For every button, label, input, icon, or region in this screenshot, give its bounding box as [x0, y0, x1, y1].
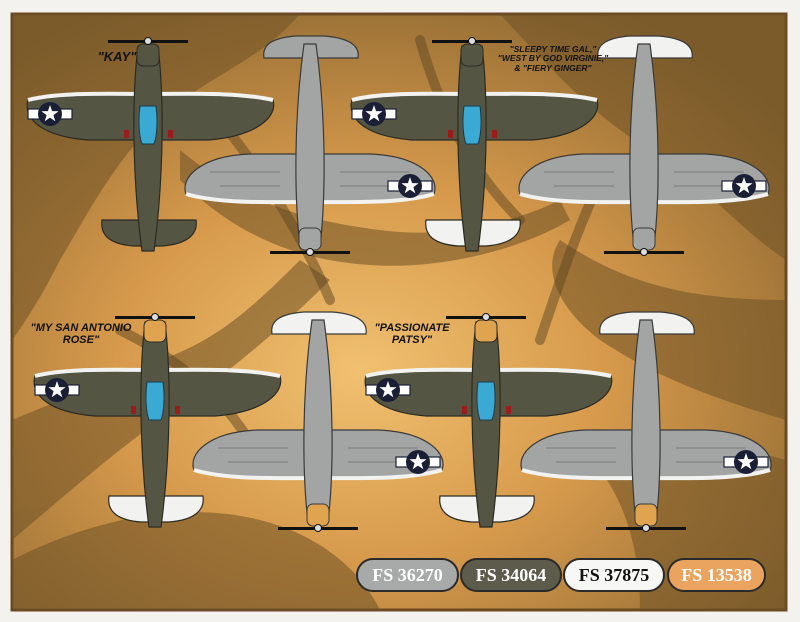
- spinner: [144, 37, 152, 45]
- aircraft-views: [26, 35, 772, 532]
- fs-swatch-37875: FS 37875: [563, 558, 665, 592]
- fuselage: [629, 43, 659, 247]
- fuselage: [303, 319, 333, 523]
- panel-lines: [546, 447, 746, 463]
- engine-cowl: [298, 227, 322, 251]
- fs-swatch-code: FS 36270: [372, 564, 443, 585]
- wing-marker: [506, 406, 511, 414]
- label-kay: "KAY": [82, 49, 152, 64]
- wing-marker: [124, 130, 129, 138]
- roundel-insignia: [351, 102, 397, 126]
- aircraft-kay-bottom: [184, 35, 436, 256]
- fuselage: [471, 321, 501, 528]
- roundel-insignia: [365, 378, 411, 402]
- panel-lines: [210, 171, 410, 187]
- roundel-insignia: [27, 102, 73, 126]
- spinner: [151, 313, 159, 321]
- fs-swatch-36270: FS 36270: [356, 558, 459, 592]
- engine-cowl: [306, 503, 330, 527]
- spinner: [482, 313, 490, 321]
- fs-swatch-34064: FS 34064: [460, 558, 562, 592]
- panel-lines: [218, 447, 418, 463]
- wing-marker: [168, 130, 173, 138]
- label-sleepy-line1: "SLEEPY TIME GAL,": [509, 44, 597, 54]
- aircraft-patsy-top: [364, 313, 613, 528]
- spinner: [642, 524, 650, 532]
- spinner: [306, 248, 314, 256]
- label-rose-line1: "MY SAN ANTONIO: [30, 322, 132, 334]
- engine-cowl: [632, 227, 656, 251]
- aircraft-kay-top: [26, 37, 275, 252]
- fuselage: [295, 43, 325, 247]
- wing-marker: [131, 406, 136, 414]
- canopy: [145, 381, 165, 421]
- fs-swatch-code: FS 13538: [681, 564, 752, 585]
- aircraft-rose-top: [33, 313, 282, 528]
- engine-cowl: [143, 319, 167, 343]
- label-sleepy-time-gal: "SLEEPY TIME GAL," "WEST BY GOD VIRGINIE…: [478, 44, 628, 73]
- wing-marker: [175, 406, 180, 414]
- engine-cowl: [474, 319, 498, 343]
- label-sleepy-line3: & "FIERY GINGER": [514, 62, 592, 73]
- roundel-insignia: [395, 450, 441, 474]
- label-sleepy-line2: "WEST BY GOD VIRGINIE,": [497, 53, 609, 64]
- fuselage: [133, 45, 163, 252]
- label-rose-line2: ROSE": [62, 334, 100, 347]
- canopy: [138, 105, 158, 145]
- aircraft-sleepy-bottom: [518, 35, 770, 256]
- spinner: [314, 524, 322, 532]
- fs-swatch-code: FS 37875: [578, 564, 650, 585]
- fuselage: [631, 319, 661, 523]
- label-passionate-patsy: "PASSIONATE PATSY": [360, 322, 464, 346]
- fuselage: [140, 321, 170, 528]
- roundel-insignia: [34, 378, 80, 402]
- panel-lines: [544, 171, 744, 187]
- canopy: [476, 381, 496, 421]
- fs-swatch-code: FS 34064: [475, 564, 547, 585]
- label-my-san-antonio-rose: "MY SAN ANTONIO ROSE": [16, 322, 146, 346]
- roundel-insignia: [721, 174, 767, 198]
- roundel-insignia: [723, 450, 769, 474]
- wing-marker: [492, 130, 497, 138]
- label-patsy-line2: PATSY": [391, 334, 433, 347]
- fs-swatch-13538: FS 13538: [667, 558, 766, 592]
- aircraft-rose-bottom: [192, 311, 444, 532]
- aircraft-patsy-bottom: [520, 311, 772, 532]
- spinner: [640, 248, 648, 256]
- wing-marker: [462, 406, 467, 414]
- engine-cowl: [634, 503, 658, 527]
- spinner: [468, 37, 476, 45]
- canopy: [462, 105, 482, 145]
- roundel-insignia: [387, 174, 433, 198]
- wing-marker: [448, 130, 453, 138]
- fuselage: [457, 45, 487, 252]
- label-kay-text: "KAY": [97, 49, 137, 64]
- label-patsy-line1: "PASSIONATE: [374, 322, 450, 334]
- aircraft-sleepy-top: [350, 37, 599, 252]
